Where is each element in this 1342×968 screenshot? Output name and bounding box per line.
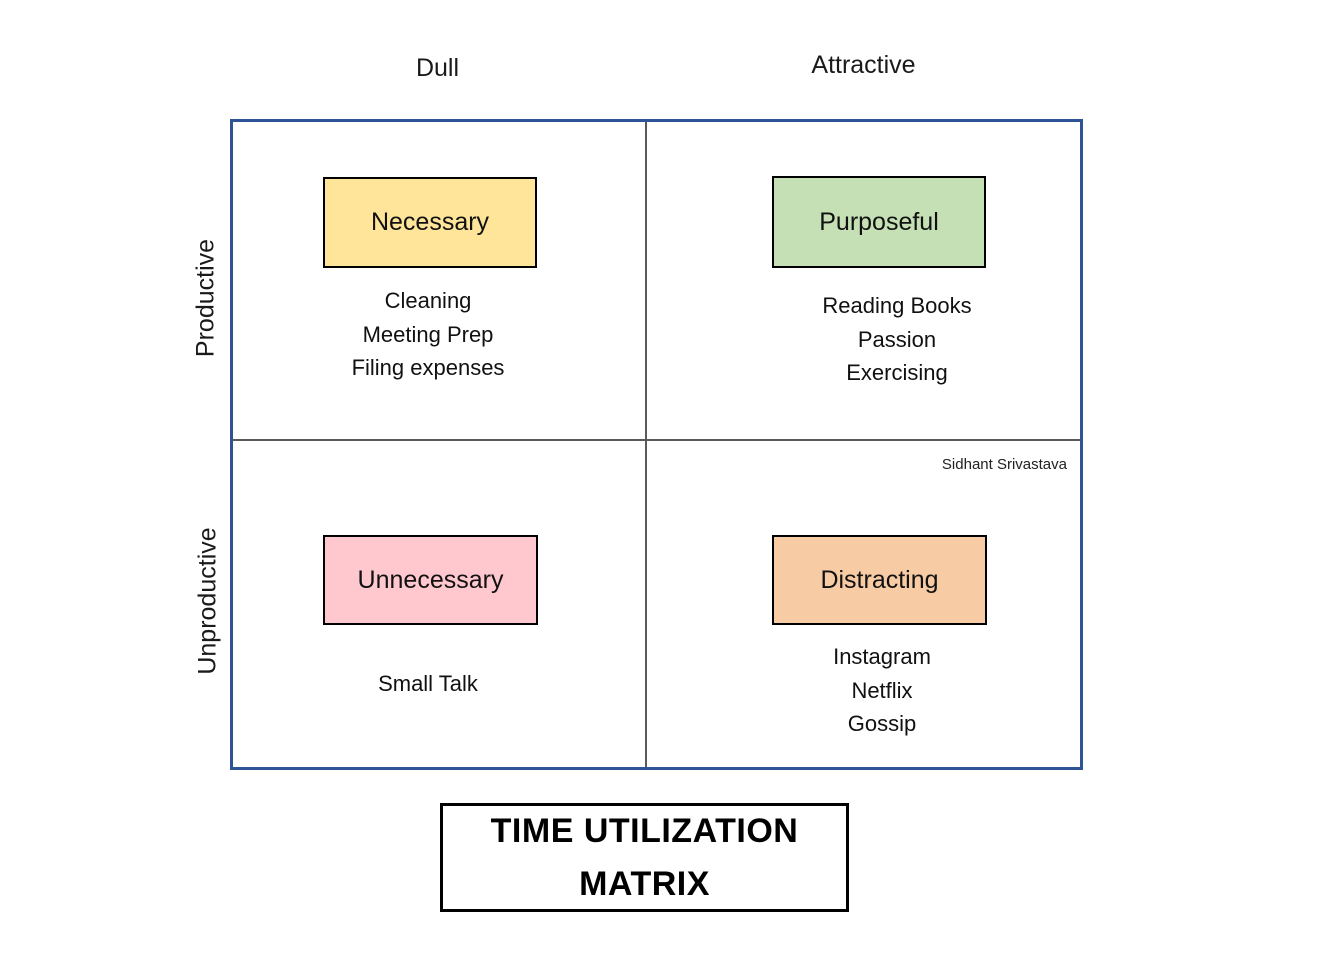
axis-label-attractive: Attractive: [811, 51, 916, 79]
quadrant-item: Meeting Prep: [362, 321, 494, 347]
quadrant-list-unnecessary: Small Talk: [278, 667, 578, 701]
quadrant-item: Cleaning: [384, 288, 472, 313]
matrix-horizontal-divider: [233, 439, 1080, 441]
axis-label-unproductive: Unproductive: [193, 527, 222, 675]
axis-label-productive: Productive: [191, 238, 220, 358]
quadrant-item: Exercising: [846, 360, 948, 385]
diagram-title: TIME UTILIZATION MATRIX: [440, 803, 849, 912]
quadrant-box-unnecessary: Unnecessary: [323, 535, 538, 625]
matrix-vertical-divider: [645, 122, 647, 767]
quadrant-item: Small Talk: [378, 671, 478, 696]
diagram-title-line1: TIME UTILIZATION: [490, 811, 799, 850]
diagram-title-line2: MATRIX: [579, 864, 710, 903]
quadrant-item: Reading Books: [822, 293, 972, 318]
quadrant-item: Gossip: [847, 711, 917, 736]
quadrant-item: Instagram: [833, 644, 931, 669]
quadrant-item: Filing expenses: [351, 355, 505, 380]
author-credit: Sidhant Srivastava: [941, 456, 1067, 473]
quadrant-box-distracting: Distracting: [772, 535, 987, 625]
quadrant-item: Netflix: [851, 677, 913, 703]
quadrant-box-necessary: Necessary: [323, 177, 537, 268]
quadrant-item: Passion: [857, 326, 937, 352]
axis-label-dull: Dull: [415, 54, 460, 82]
quadrant-box-purposeful: Purposeful: [772, 176, 986, 268]
